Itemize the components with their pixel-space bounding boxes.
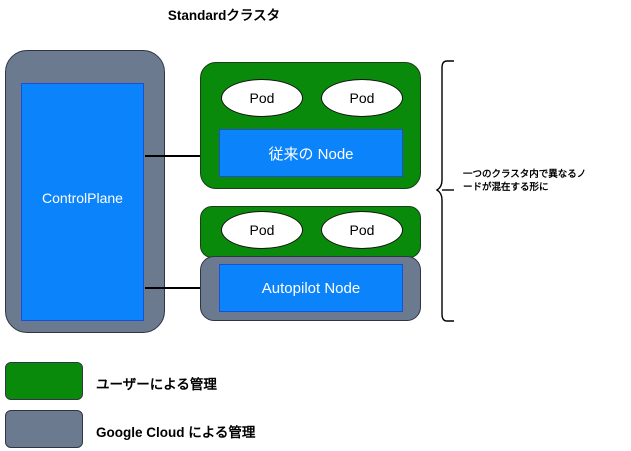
autopilot-node-box: Autopilot Node	[219, 264, 403, 312]
control-plane-inner-box	[21, 83, 144, 321]
diagram-title: Standardクラスタ	[167, 8, 281, 23]
pod-autopilot-1: Pod	[221, 211, 303, 249]
annotation-text: 一つのクラスタ内で異なるノ ードが混在する形に	[463, 168, 623, 194]
annotation-line-2: ードが混在する形に	[463, 182, 549, 193]
legend-swatch-user-managed	[5, 362, 83, 400]
pod-legacy-1: Pod	[221, 79, 303, 117]
legend-label-user-managed: ユーザーによる管理	[96, 377, 217, 392]
legend-swatch-google-managed	[5, 410, 83, 448]
annotation-line-1: 一つのクラスタ内で異なるノ	[463, 169, 587, 180]
legend-label-google-managed: Google Cloud による管理	[96, 425, 256, 440]
connector-line-legacy-node	[145, 155, 221, 157]
pod-autopilot-2: Pod	[321, 211, 403, 249]
curly-brace-icon	[434, 60, 456, 322]
pod-legacy-2: Pod	[321, 79, 403, 117]
legacy-node-box: 従来の Node	[219, 129, 403, 177]
control-plane-label: ControlPlane	[42, 190, 123, 206]
connector-line-autopilot-node	[145, 287, 221, 289]
